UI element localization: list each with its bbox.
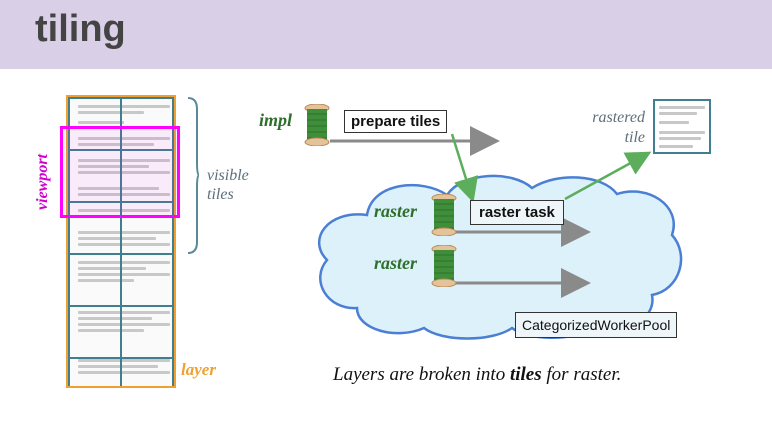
- raster-label-2: raster: [374, 253, 418, 273]
- layer-label: layer: [181, 360, 216, 379]
- worker-pool-box: CategorizedWorkerPool: [515, 312, 678, 338]
- impl-label: impl: [259, 110, 293, 130]
- layer-rect: [66, 95, 176, 388]
- visible-tiles-label: visible tiles: [207, 166, 257, 204]
- task-to-tile-arrow: [564, 151, 652, 201]
- caption-emphasis: tiles: [509, 364, 542, 385]
- prepare-tiles-box: prepare tiles: [344, 110, 448, 133]
- raster-task-box: raster task: [470, 200, 564, 225]
- rastered-tile-label: rastered tile: [583, 108, 645, 148]
- prepare-to-task-arrow: [450, 133, 478, 203]
- impl-spool-icon: [304, 104, 330, 146]
- raster-label-1: raster: [374, 201, 418, 221]
- slide-caption: Layers are broken into tiles for raster.: [333, 364, 621, 386]
- raster2-spool-icon: [431, 245, 457, 287]
- caption-suffix: for raster.: [541, 364, 622, 385]
- viewport-rect: [60, 126, 180, 218]
- visible-tiles-brace: [187, 97, 199, 254]
- caption-prefix: Layers are broken into: [333, 364, 510, 385]
- rastered-tile-text: rastered tile: [592, 109, 645, 146]
- slide-title: tiling: [35, 8, 126, 50]
- visible-tiles-text: visible tiles: [207, 167, 249, 203]
- rastered-tile: [653, 99, 711, 154]
- raster1-spool-icon: [431, 194, 457, 236]
- title-bar: [0, 0, 772, 69]
